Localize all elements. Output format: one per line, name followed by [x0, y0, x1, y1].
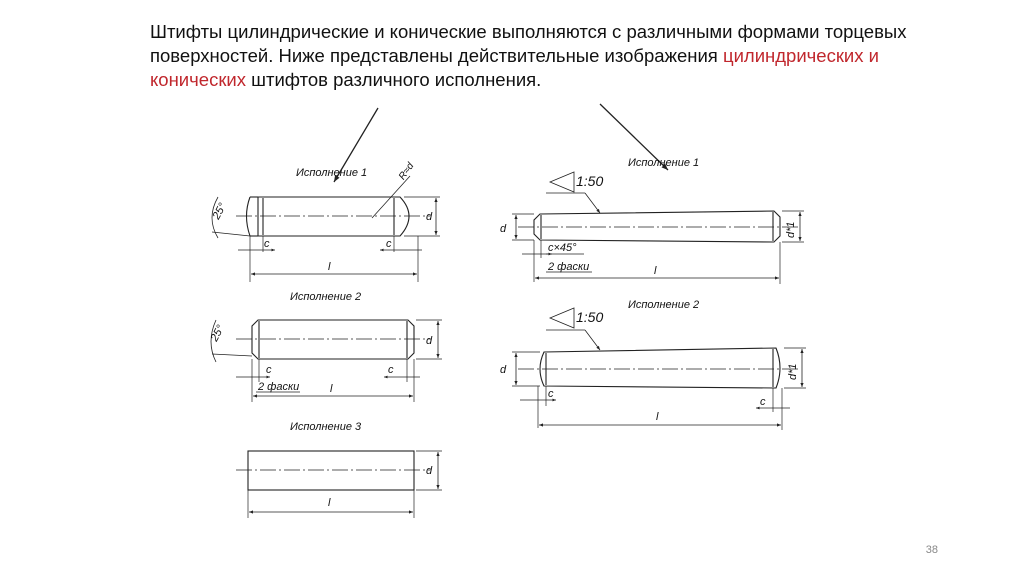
con-v2-c-left: c [548, 388, 554, 400]
cyl-v2-d-label: d [426, 335, 433, 347]
cyl-v2-c-right: c [388, 364, 394, 376]
cyl-v3-caption: Исполнение 3 [290, 421, 362, 433]
cyl-v2-fascets-label: 2 фаски [257, 381, 299, 393]
pointer-arrow-cylindrical [333, 107, 379, 183]
cyl-v1-l-label: l [328, 261, 331, 273]
cyl-v1-c-right: c [386, 238, 392, 250]
con-v2-d-label: d [500, 364, 507, 376]
pointer-arrow-conical [599, 103, 669, 171]
cyl-v2-l-label: l [330, 383, 333, 395]
slide-heading: Штифты цилиндрические и конические выпол… [150, 20, 910, 92]
con-v1-taper-label: 1:50 [576, 173, 603, 189]
con-v2-dh-label: d*1 [787, 363, 799, 380]
con-v1-fascets-label: 2 фаски [547, 261, 589, 273]
cyl-v1-angle-label: 25° [210, 201, 229, 223]
cyl-v1-radius-label: R≈d [397, 160, 417, 182]
con-v2-c-right: c [760, 396, 766, 408]
cylindrical-pin-version-2: Исполнение 2 25° d c c 2 фаски [208, 291, 442, 402]
con-v1-l-label: l [654, 265, 657, 277]
con-v2-l-label: l [656, 411, 659, 423]
conical-pin-version-2: Исполнение 2 1:50 d d*1 c [500, 299, 806, 430]
heading-text-2: штифтов различного исполнения. [246, 69, 542, 90]
cyl-v2-caption: Исполнение 2 [290, 291, 361, 303]
con-v1-d-label: d [500, 223, 507, 235]
cyl-v1-caption: Исполнение 1 [296, 167, 367, 179]
con-v1-caption: Исполнение 1 [628, 157, 699, 169]
conical-pin-version-1: Исполнение 1 1:50 d d*1 c×45° [500, 157, 804, 284]
cyl-v1-c-left: c [264, 238, 270, 250]
cyl-v1-d-label: d [426, 211, 433, 223]
cylindrical-pin-version-3: Исполнение 3 d l [236, 421, 442, 518]
page-number: 38 [925, 544, 938, 556]
con-v1-dh-label: d*1 [785, 221, 797, 238]
cyl-v3-d-label: d [426, 465, 433, 477]
cyl-v2-c-left: c [266, 364, 272, 376]
heading-highlight: цилиндрических и конических [150, 45, 879, 90]
con-v2-caption: Исполнение 2 [628, 299, 699, 311]
cylindrical-pin-version-1: Исполнение 1 R≈d 25° d c [210, 160, 440, 282]
cyl-v3-l-label: l [328, 497, 331, 509]
heading-text-1: Штифты цилиндрические и конические выпол… [150, 21, 907, 66]
con-v2-taper-label: 1:50 [576, 309, 603, 325]
con-v1-chamfer-label: c×45° [548, 242, 577, 254]
